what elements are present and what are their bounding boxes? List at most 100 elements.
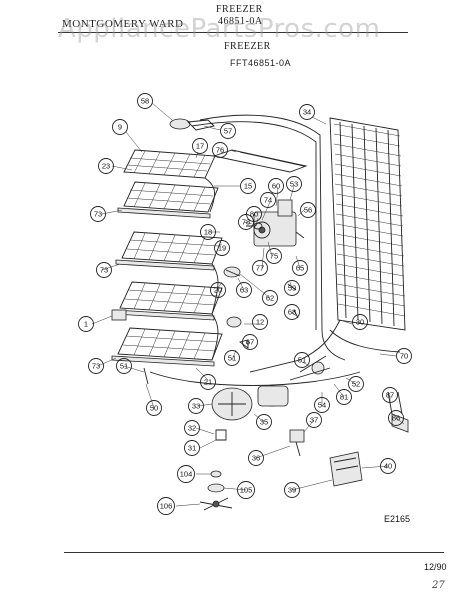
svg-text:62: 62: [266, 294, 274, 303]
callout-60: 60: [268, 178, 284, 194]
svg-text:32: 32: [188, 424, 196, 433]
svg-text:15: 15: [244, 182, 252, 191]
svg-text:67: 67: [246, 338, 254, 347]
svg-text:53: 53: [290, 180, 298, 189]
svg-text:58: 58: [141, 97, 149, 106]
svg-text:87: 87: [386, 391, 394, 400]
callout-1: 1: [78, 316, 94, 332]
callout-36: 36: [248, 450, 264, 466]
svg-text:75: 75: [270, 252, 278, 261]
svg-text:23: 23: [102, 162, 110, 171]
svg-text:51: 51: [120, 362, 128, 371]
svg-text:70: 70: [400, 352, 408, 361]
callout-15: 15: [240, 178, 256, 194]
svg-text:52: 52: [352, 380, 360, 389]
callout-18: 18: [200, 224, 216, 240]
svg-text:78: 78: [242, 218, 250, 227]
callout-51-left: 51: [116, 358, 132, 374]
callouts: 58 57 34 9 17 76 23 15 60 53 74 56 73 80…: [78, 93, 412, 515]
svg-text:77: 77: [256, 264, 264, 273]
callout-81: 81: [336, 389, 352, 405]
header-code: 46851-0A: [218, 16, 263, 27]
callout-75: 75: [266, 248, 282, 264]
callout-105: 105: [237, 481, 255, 499]
header-section: FREEZER: [224, 41, 271, 52]
svg-text:40: 40: [384, 462, 392, 471]
svg-text:104: 104: [180, 470, 193, 479]
callout-80: 80: [246, 206, 262, 222]
svg-text:34: 34: [303, 108, 311, 117]
callout-68: 68: [284, 304, 300, 320]
callout-67: 67: [242, 334, 258, 350]
condenser-coil: [329, 117, 406, 331]
svg-text:17: 17: [196, 142, 204, 151]
svg-text:106: 106: [160, 502, 173, 511]
svg-text:86: 86: [392, 414, 400, 423]
header-rule: [58, 32, 408, 33]
svg-text:9: 9: [118, 123, 122, 132]
callout-9: 9: [112, 119, 128, 135]
svg-text:39: 39: [288, 486, 296, 495]
header-model: FFT46851-0A: [230, 58, 292, 68]
mounting-hardware: [199, 470, 233, 511]
svg-text:54: 54: [318, 401, 326, 410]
callout-51-right: 51: [294, 352, 310, 368]
callout-59: 59: [284, 280, 300, 296]
callout-62: 62: [262, 290, 278, 306]
callout-56: 56: [300, 202, 316, 218]
callout-19: 19: [214, 240, 230, 256]
callout-34: 34: [299, 104, 315, 120]
callout-106: 106: [157, 497, 175, 515]
leader-lines: [91, 102, 405, 507]
shelf-4: [113, 281, 223, 321]
svg-text:73: 73: [94, 210, 102, 219]
callout-30: 30: [352, 314, 368, 330]
compressor-assembly: [149, 355, 361, 457]
callout-78: 78: [238, 214, 254, 230]
svg-text:76: 76: [216, 146, 224, 155]
callout-21: 21: [200, 374, 216, 390]
callout-51-center: 51: [224, 350, 240, 366]
callout-57: 57: [220, 123, 236, 139]
svg-text:18: 18: [204, 228, 212, 237]
callout-52: 52: [348, 376, 364, 392]
svg-text:73: 73: [100, 266, 108, 275]
svg-text:63: 63: [240, 286, 248, 295]
svg-text:37: 37: [310, 416, 318, 425]
svg-text:74: 74: [264, 196, 272, 205]
revision-date: 12/90: [424, 562, 447, 572]
callout-74: 74: [260, 192, 276, 208]
diagram-code: E2165: [384, 514, 411, 524]
callout-23: 23: [98, 158, 114, 174]
evaporator-shelves: [111, 149, 223, 367]
callout-17: 17: [192, 138, 208, 154]
svg-text:57: 57: [224, 127, 232, 136]
svg-text:65: 65: [296, 264, 304, 273]
callout-63: 63: [236, 282, 252, 298]
callout-76: 76: [212, 142, 228, 158]
svg-text:1: 1: [84, 320, 88, 329]
callout-65: 65: [292, 260, 308, 276]
svg-text:81: 81: [340, 393, 348, 402]
callout-70: 70: [396, 348, 412, 364]
header-category: FREEZER: [216, 4, 263, 15]
shelf-1: [123, 149, 216, 179]
callout-35: 35: [256, 414, 272, 430]
svg-text:20: 20: [214, 286, 222, 295]
svg-text:60: 60: [272, 182, 280, 191]
callout-20: 20: [210, 282, 226, 298]
svg-text:12: 12: [256, 318, 264, 327]
svg-text:68: 68: [288, 308, 296, 317]
callout-40: 40: [380, 458, 396, 474]
svg-text:30: 30: [356, 318, 364, 327]
shelf-2: [117, 181, 219, 219]
callout-37: 37: [306, 412, 322, 428]
callout-12: 12: [252, 314, 268, 330]
svg-text:19: 19: [218, 244, 226, 253]
thermostat-assembly: [246, 199, 305, 247]
callout-33: 33: [188, 398, 204, 414]
svg-text:36: 36: [252, 454, 260, 463]
handwritten-number: 27: [432, 580, 445, 591]
svg-text:21: 21: [204, 378, 212, 387]
